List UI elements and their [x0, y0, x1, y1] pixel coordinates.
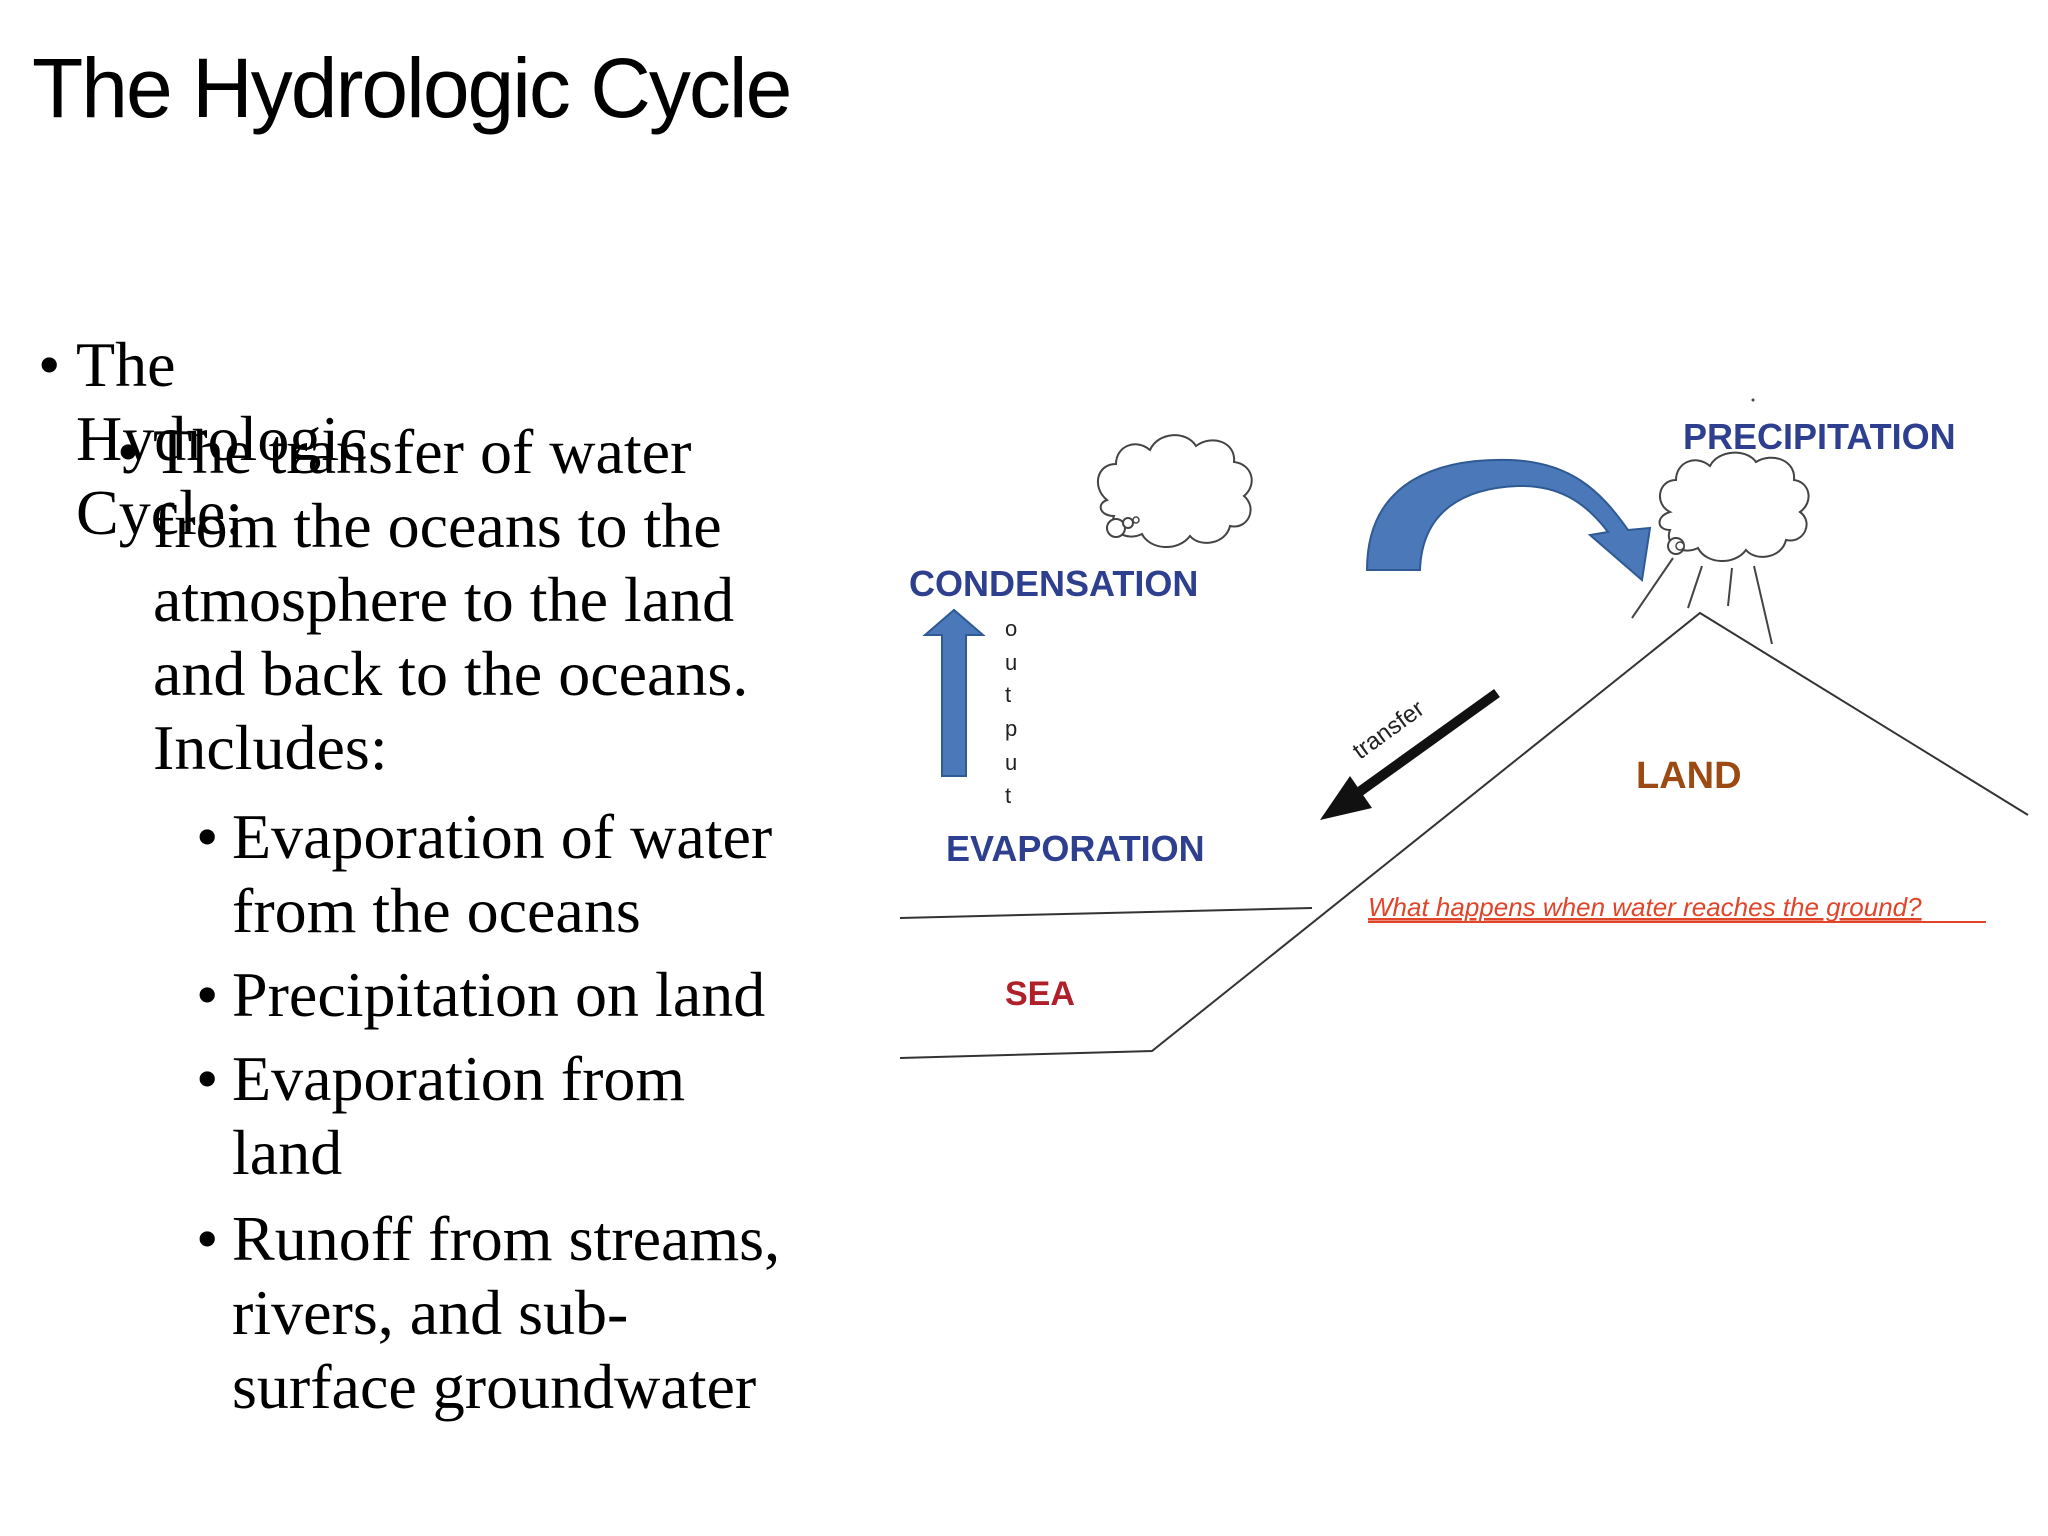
- curved-transfer-arrow: [1365, 458, 1652, 582]
- bullet-level3-line: Runoff from streams,: [232, 1203, 781, 1274]
- evaporation-up-arrow: [922, 608, 986, 777]
- bullet-level1-text: The Hydrologic Cycle:: [76, 329, 368, 548]
- bullet-level2-line: atmosphere to the land: [153, 564, 735, 635]
- output-letter: t: [1005, 682, 1011, 707]
- bullet-marker: •: [38, 329, 61, 400]
- bullet-level3-line: Evaporation of water: [232, 801, 773, 872]
- bullet-marker: •: [196, 801, 219, 872]
- bullet-level3-evaporation-land: • Evaporation from land: [196, 1042, 892, 1190]
- output-letter: o: [1005, 616, 1017, 641]
- bullet-level3-line: rivers, and sub-: [232, 1277, 629, 1348]
- bullet-level3-line: from the oceans: [232, 875, 641, 946]
- bullet-marker: •: [196, 1203, 219, 1274]
- ground-question-link[interactable]: What happens when water reaches the grou…: [1368, 892, 1922, 922]
- bullet-level2-line: from the oceans to the: [153, 490, 722, 561]
- bullet-level3-line: land: [232, 1117, 343, 1188]
- condensation-label: CONDENSATION: [909, 563, 1198, 604]
- hydrologic-cycle-diagram: CONDENSATION EVAPORATION PRECIPITATION L…: [899, 398, 2029, 1059]
- bullet-level2: • The transfer of water from the oceans …: [117, 415, 873, 785]
- bullet-level2-line: and back to the oceans.: [153, 638, 749, 709]
- bullet-level3-line: surface groundwater: [232, 1351, 757, 1422]
- bullet-level2-line: Includes:: [153, 712, 388, 783]
- evaporation-label: EVAPORATION: [946, 828, 1205, 869]
- transfer-arrow: [1320, 688, 1500, 820]
- output-vertical-label: o u t p u t: [1005, 616, 1017, 808]
- bullet-level3-runoff: • Runoff from streams, rivers, and sub- …: [196, 1202, 892, 1424]
- output-letter: p: [1005, 716, 1017, 741]
- bullet-level1: • The Hydrologic Cycle:: [38, 328, 368, 550]
- bullet-marker: •: [196, 1043, 219, 1114]
- condensation-cloud-icon: [1096, 434, 1253, 549]
- bullet-marker: •: [196, 959, 219, 1030]
- land-label: LAND: [1636, 755, 1742, 797]
- sea-surface-line: [899, 907, 1313, 919]
- bullet-level2-line: The transfer of water: [153, 416, 692, 487]
- land-outline: [899, 611, 2029, 1059]
- bullet-marker: •: [117, 416, 140, 487]
- bullet-level3-precipitation-land: • Precipitation on land: [196, 958, 892, 1032]
- output-letter: u: [1005, 650, 1017, 675]
- bullet-level3-evaporation-oceans: • Evaporation of water from the oceans: [196, 800, 892, 948]
- slide-title: The Hydrologic Cycle: [32, 41, 792, 135]
- bullet-level3-line: Evaporation from: [232, 1043, 686, 1114]
- bullet-level3-line: Precipitation on land: [232, 959, 766, 1030]
- sea-label: SEA: [1005, 975, 1075, 1013]
- precipitation-label: PRECIPITATION: [1683, 416, 1956, 457]
- output-letter: t: [1005, 783, 1011, 808]
- output-letter: u: [1005, 750, 1017, 775]
- precipitation-cloud-icon: [1631, 398, 1810, 645]
